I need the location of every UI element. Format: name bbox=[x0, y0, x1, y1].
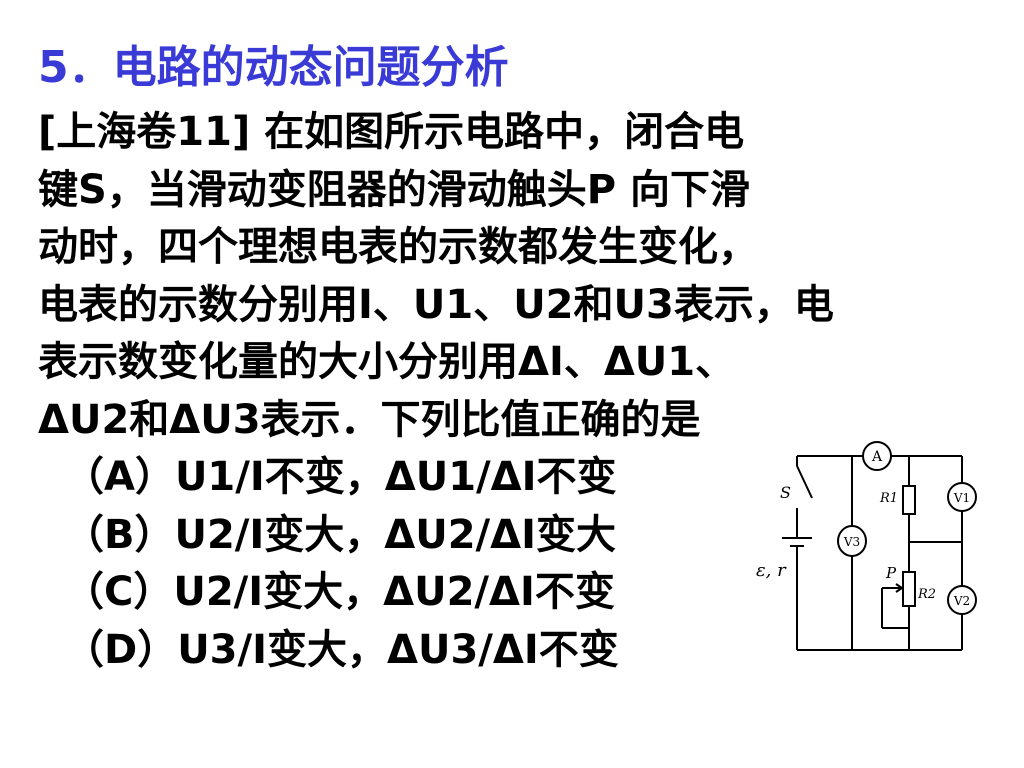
resistor-r1 bbox=[902, 485, 916, 515]
problem-line-5: 表示数变化量的大小分别用ΔI、ΔU1、 bbox=[38, 339, 736, 385]
problem-line-4: 电表的示数分别用I、U1、U2和U3表示，电 bbox=[38, 281, 834, 328]
r1-label: R1 bbox=[879, 491, 898, 506]
ammeter-label: A bbox=[871, 449, 883, 465]
problem-line-1: [上海卷11] 在如图所示电路中，闭合电 bbox=[38, 109, 745, 155]
r2-label: R2 bbox=[917, 587, 936, 602]
problem-line-6: ΔU2和ΔU3表示．下列比值正确的是 bbox=[38, 396, 701, 443]
resistor-r2 bbox=[902, 571, 916, 607]
answer-options: （A）U1/I不变，ΔU1/ΔI不变 （B）U2/I变大，ΔU2/ΔI变大 （C… bbox=[38, 449, 984, 679]
option-a: （A）U1/I不变，ΔU1/ΔI不变 bbox=[64, 454, 617, 500]
slider-label: P bbox=[885, 564, 897, 582]
v2-label: V2 bbox=[953, 594, 970, 608]
circuit-diagram: A V1 V2 V3 R1 R2 P S ε, r bbox=[756, 441, 977, 651]
voltmeter-v2 bbox=[947, 585, 977, 615]
problem-line-2: 键S，当滑动变阻器的滑动触头P 向下滑 bbox=[38, 166, 751, 213]
voltmeter-v1 bbox=[947, 482, 977, 512]
problem-text: [上海卷11] 在如图所示电路中，闭合电 键S，当滑动变阻器的滑动触头P 向下滑… bbox=[38, 104, 984, 679]
option-c: （C）U2/I变大，ΔU2/ΔI不变 bbox=[64, 569, 615, 615]
option-b: （B）U2/I变大，ΔU2/ΔI变大 bbox=[64, 511, 617, 558]
switch-label: S bbox=[780, 483, 791, 502]
page-title: 5．电路的动态问题分析 bbox=[38, 42, 509, 93]
source-label: ε, r bbox=[756, 560, 787, 581]
v1-label: V1 bbox=[953, 491, 970, 505]
option-d: （D）U3/I变大，ΔU3/ΔI不变 bbox=[64, 626, 619, 673]
voltmeter-v3 bbox=[837, 525, 867, 557]
v3-label: V3 bbox=[843, 535, 860, 549]
ammeter-circle bbox=[862, 441, 892, 471]
problem-line-3: 动时，四个理想电表的示数都发生变化， bbox=[38, 224, 758, 270]
